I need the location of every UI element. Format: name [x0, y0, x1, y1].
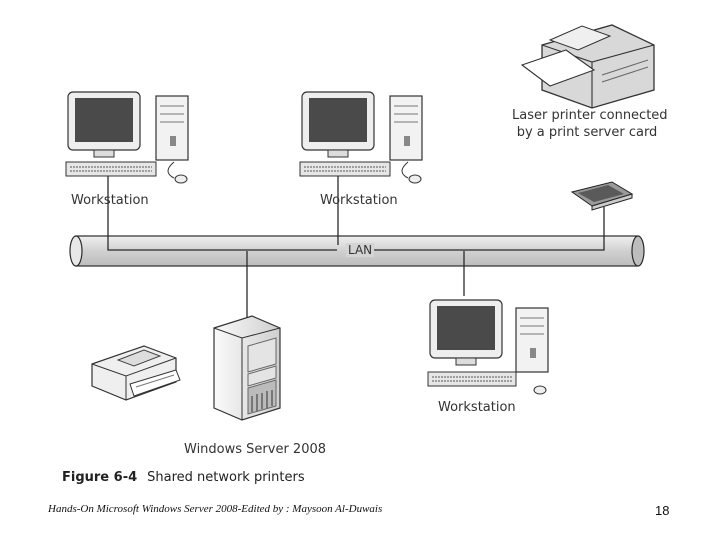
figure-caption: Figure 6-4 Shared network printers [62, 470, 305, 485]
connection-lines [107, 170, 605, 318]
figure-number: Figure 6-4 [62, 470, 138, 485]
workstation-2-label: Workstation [320, 193, 398, 208]
workstation-1-label: Workstation [71, 193, 149, 208]
laser-printer-label-line2: by a print server card [516, 125, 658, 140]
printer-connection [374, 207, 605, 251]
figure-title: Shared network printers [147, 470, 305, 485]
workstation-3-label: Workstation [438, 400, 516, 415]
ws1-connection [107, 170, 337, 251]
laser-printer-icon [520, 24, 655, 109]
local-printer-icon [91, 345, 181, 401]
footer-credit: Hands-On Microsoft Windows Server 2008-E… [48, 503, 383, 515]
workstation-icon [427, 299, 549, 395]
laser-printer-label-line1: Laser printer connected [512, 108, 668, 123]
server-label: Windows Server 2008 [184, 442, 327, 457]
workstation-icon [299, 91, 423, 184]
page-number: 18 [655, 503, 670, 518]
server-icon [213, 315, 281, 421]
lan-label: LAN [346, 243, 375, 257]
print-server-card-icon [570, 181, 634, 211]
workstation-icon [65, 91, 189, 184]
